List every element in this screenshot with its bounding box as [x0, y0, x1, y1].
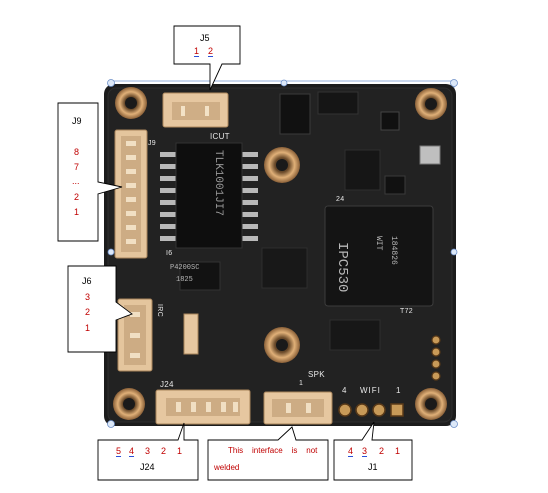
callout-j24-pin-3: 3: [145, 446, 151, 456]
callout-j6-box: [67, 265, 133, 353]
callout-j24-pin-4: 4: [129, 446, 135, 456]
lens-hole-bottom: [264, 327, 300, 363]
callout-j6-pin-2: 2: [85, 307, 91, 317]
callout-j1-pin-3: 3: [362, 446, 368, 456]
mount-hole-top-left: [115, 87, 147, 119]
callout-j24-title: J24: [140, 462, 155, 472]
callout-j1-pin-2: 2: [379, 446, 385, 456]
callout-j24-box: [97, 422, 199, 481]
callout-j6-pin-3: 3: [85, 292, 91, 302]
ethernet-transformer: [160, 142, 258, 249]
silk-wifi-pin4: 4: [342, 386, 347, 395]
soc-name: IPC530: [334, 242, 350, 293]
connector-spk: [263, 391, 333, 425]
callout-j9-pin-8: 8: [74, 147, 80, 157]
mount-hole-top-right: [415, 88, 447, 120]
wifi-pads: [338, 403, 404, 417]
regulator-mark: P4200SC: [170, 264, 200, 272]
silk-spk-pin1: 1: [299, 380, 304, 387]
callout-j6-pin-1: 1: [85, 323, 91, 333]
callout-spk-line-1: This interface is not: [228, 446, 318, 455]
callout-j1-title: J1: [368, 462, 378, 472]
connector-j9: [114, 129, 148, 259]
soc-code-1: WIT: [374, 236, 383, 251]
silk-i6: I6: [166, 250, 173, 257]
mount-hole-bottom-left: [113, 388, 145, 420]
callout-j9-pin-1: 1: [74, 207, 80, 217]
callout-j6-title: J6: [82, 276, 92, 286]
connector-j24: [155, 389, 251, 425]
callout-j9-title: J9: [72, 116, 82, 126]
soc-code-2: 184826: [389, 236, 398, 265]
silk-wifi-pin1: 1: [396, 386, 401, 395]
callout-j1-pin-4: 4: [348, 446, 354, 456]
callout-spk-box: [207, 426, 329, 481]
connector-j6: [117, 298, 153, 372]
callout-j24-pin-2: 2: [161, 446, 167, 456]
connector-j5: [162, 92, 229, 128]
callout-j5-pin-2: 2: [208, 46, 214, 56]
callout-spk-line-2: welded: [214, 463, 240, 472]
silk-j24: J24: [160, 380, 174, 389]
mount-hole-bottom-right: [415, 388, 447, 420]
silk-irc: IRC: [155, 304, 163, 317]
callout-j24-pin-1: 1: [177, 446, 183, 456]
callout-j5-box: [173, 25, 241, 91]
regulator-code: 1825: [176, 276, 193, 284]
callout-j9-box: [57, 102, 123, 242]
silk-wifi: WIFI: [360, 386, 381, 395]
silk-icut: ICUT: [210, 132, 230, 141]
silk-j9: J9: [148, 140, 156, 147]
callout-j24-pin-5: 5: [116, 446, 122, 456]
lens-hole-top: [264, 147, 300, 183]
silk-spk: SPK: [308, 370, 325, 379]
silk-24: 24: [336, 196, 345, 203]
callout-j1-pin-1: 1: [395, 446, 401, 456]
callout-j5-title: J5: [200, 33, 210, 43]
soc-chip: [324, 205, 434, 307]
callout-j1-box: [333, 421, 413, 481]
callout-j9-pin-2: 2: [74, 192, 80, 202]
callout-j9-ellipsis: ...: [72, 176, 80, 186]
silk-t72: T72: [400, 308, 413, 315]
transformer-mark: TLK1001JI7: [212, 150, 224, 217]
callout-j9-pin-7: 7: [74, 162, 80, 172]
callout-j5-pin-1: 1: [194, 46, 200, 56]
